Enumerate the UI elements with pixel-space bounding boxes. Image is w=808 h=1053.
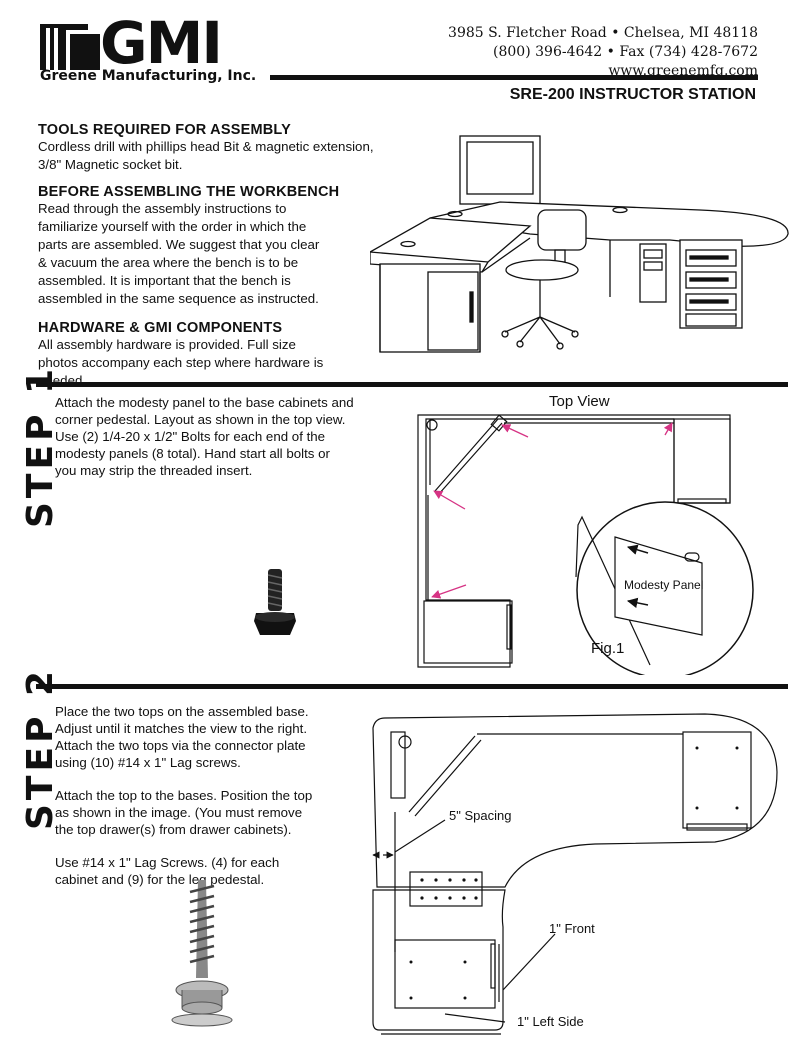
tools-heading: TOOLS REQUIRED FOR ASSEMBLY [38,122,292,138]
workstation-illustration [370,135,789,353]
company-address: 3985 S. Fletcher Road • Chelsea, MI 4811… [428,24,758,81]
bolt-photo [254,569,296,635]
phone-line: (800) 396-4642 • Fax (734) 428-7672 [493,44,758,60]
before-heading: BEFORE ASSEMBLING THE WORKBENCH [38,184,340,200]
gmi-logo: GMI Greene Manufacturing, Inc. [40,14,260,84]
hardware-heading: HARDWARE & GMI COMPONENTS [38,320,283,336]
lag-screw-photo [171,880,233,1027]
before-text: Read through the assembly instructions t… [38,201,320,306]
gmi-logo-icon [40,24,100,70]
header-rule [270,75,758,80]
tools-text: Cordless drill with phillips head Bit & … [38,139,374,172]
step2-paragraph-2: Attach the top to the bases. Position th… [55,788,313,837]
step2-paragraph-3: Use #14 x 1" Lag Screws. (4) for each ca… [55,855,280,887]
modesty-panel-label: Modesty Panel [624,578,704,592]
step2-paragraph-1: Place the two tops on the assembled base… [55,704,309,770]
step2-divider [36,684,788,689]
top-view-label: Top View [549,393,610,410]
step1-divider [36,382,788,387]
top-view-diagram [417,414,754,675]
step2-diagram [372,713,778,1035]
hardware-text: All assembly hardware is provided. Full … [38,337,324,388]
company-name: Greene Manufacturing, Inc. [40,68,257,84]
front-label: 1" Front [549,921,595,936]
left-side-label: 1" Left Side [517,1014,584,1029]
step1-text: Attach the modesty panel to the base cab… [55,395,354,478]
step2-text: Place the two tops on the assembled base… [55,703,320,888]
logo-text: GMI [100,9,223,77]
doc-title: SRE-200 INSTRUCTOR STATION [509,86,756,103]
intro-section: TOOLS REQUIRED FOR ASSEMBLY Cordless dri… [38,122,380,390]
spacing-label: 5" Spacing [449,808,512,823]
address-line: 3985 S. Fletcher Road • Chelsea, MI 4811… [448,25,758,41]
fig-label: Fig.1 [591,640,625,657]
